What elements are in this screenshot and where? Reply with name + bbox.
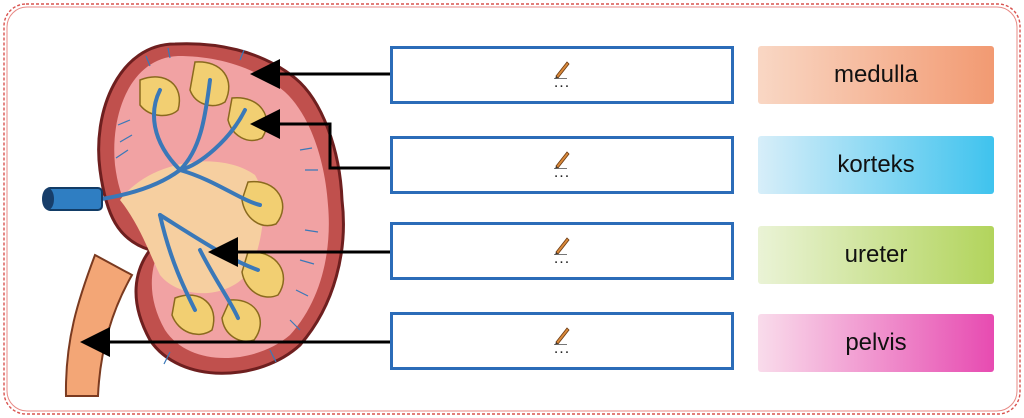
answer-box-3[interactable]: ... xyxy=(390,222,734,280)
answer-placeholder: ... xyxy=(554,341,570,357)
answer-placeholder: ... xyxy=(554,75,570,91)
option-pelvis[interactable]: pelvis xyxy=(758,314,994,372)
answer-box-4[interactable]: ... xyxy=(390,312,734,370)
option-ureter[interactable]: ureter xyxy=(758,226,994,284)
answer-placeholder: ... xyxy=(554,165,570,181)
answer-box-1[interactable]: ... xyxy=(390,46,734,104)
arrow-2 xyxy=(262,124,390,168)
answer-placeholder: ... xyxy=(554,251,570,267)
option-korteks[interactable]: korteks xyxy=(758,136,994,194)
answer-box-2[interactable]: ... xyxy=(390,136,734,194)
option-medulla[interactable]: medulla xyxy=(758,46,994,104)
